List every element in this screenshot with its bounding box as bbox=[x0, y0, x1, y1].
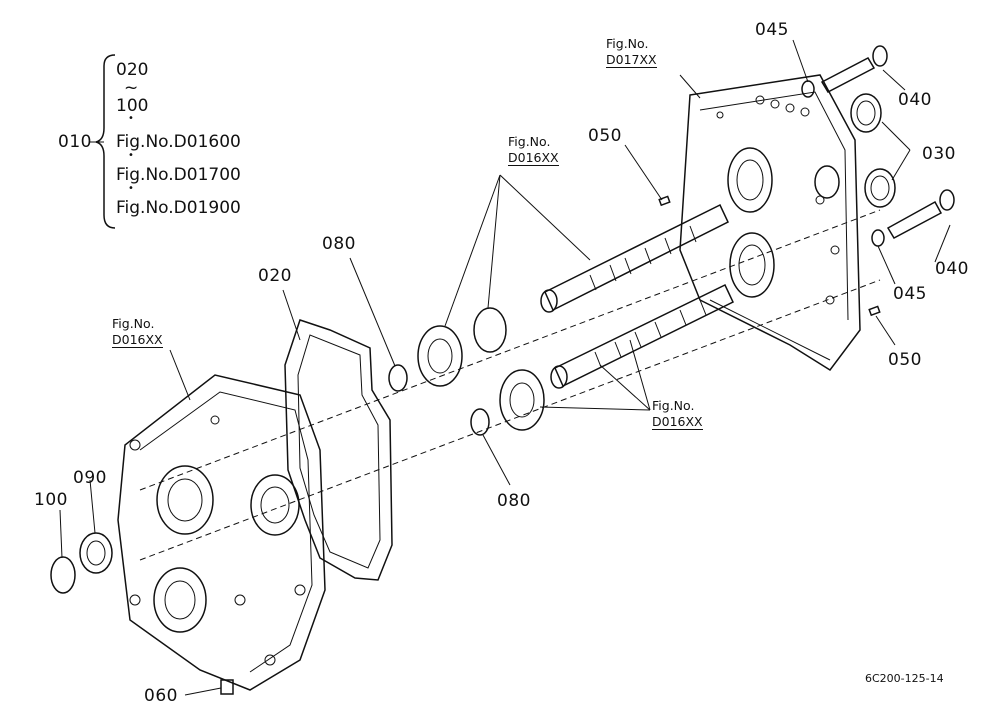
label-050-mid: 050 bbox=[888, 350, 922, 370]
leader-lines bbox=[59, 39, 951, 696]
figref-line: D016XX bbox=[112, 331, 163, 349]
label-080-top: 080 bbox=[322, 234, 356, 254]
snap-ring-100 bbox=[50, 556, 76, 594]
figref-line: Fig.No. bbox=[652, 398, 695, 413]
figref-d017-top: Fig.No. D017XX bbox=[606, 36, 657, 69]
snap-ring-080-top bbox=[388, 364, 408, 392]
label-040-mid: 040 bbox=[935, 259, 969, 279]
figref-line: Fig.No. bbox=[508, 134, 551, 149]
upper-shaft bbox=[540, 203, 729, 313]
gearbox-housing bbox=[117, 374, 326, 691]
figref-line: D016XX bbox=[508, 149, 559, 167]
figref-line: D016XX bbox=[652, 413, 703, 431]
figref-line: D017XX bbox=[606, 51, 657, 69]
oil-seal-090 bbox=[79, 532, 113, 574]
bracket-item: ~ bbox=[124, 78, 139, 98]
plug-060 bbox=[220, 679, 234, 695]
figref-line: Fig.No. bbox=[606, 36, 649, 51]
bracket-item: Fig.No.D01700 bbox=[116, 165, 241, 185]
bracket-item: • bbox=[128, 183, 134, 194]
label-090: 090 bbox=[73, 468, 107, 488]
label-030: 030 bbox=[922, 144, 956, 164]
drawing-code: 6C200-125-14 bbox=[865, 672, 944, 685]
center-lines bbox=[139, 209, 881, 561]
label-050-top: 050 bbox=[588, 126, 622, 146]
lower-shaft bbox=[550, 283, 734, 389]
pin-050-upper bbox=[658, 195, 671, 207]
bracket-item: • bbox=[128, 150, 134, 161]
bracket-item: Fig.No.D01900 bbox=[116, 198, 241, 218]
label-080-bottom: 080 bbox=[497, 491, 531, 511]
label-010: 010 bbox=[58, 132, 92, 152]
label-045-mid: 045 bbox=[893, 284, 927, 304]
washer-045-top bbox=[801, 80, 815, 98]
pin-050-mid bbox=[868, 305, 881, 317]
label-100: 100 bbox=[34, 490, 68, 510]
bracket-item: 100 bbox=[116, 96, 149, 116]
cover-plate bbox=[679, 74, 861, 372]
figref-d016-housing: Fig.No. D016XX bbox=[112, 316, 163, 349]
figref-d016-shaft-upper: Fig.No. D016XX bbox=[508, 134, 559, 167]
bearing-lower bbox=[499, 369, 545, 431]
bracket-item: • bbox=[128, 113, 134, 124]
oil-seal-030-lower bbox=[864, 168, 896, 208]
snap-ring-080-bottom bbox=[470, 408, 490, 436]
bolt-040-mid bbox=[886, 189, 955, 239]
label-060: 060 bbox=[144, 686, 178, 706]
snap-ring-upper-right bbox=[473, 307, 507, 353]
washer-045-mid bbox=[871, 229, 885, 247]
figref-line: Fig.No. bbox=[112, 316, 155, 331]
bearing-upper bbox=[417, 325, 463, 387]
bracket-item: 020 bbox=[116, 60, 149, 80]
label-020: 020 bbox=[258, 266, 292, 286]
gasket-020 bbox=[284, 319, 393, 581]
figref-d016-shaft-lower: Fig.No. D016XX bbox=[652, 398, 703, 431]
oil-seal-030-upper bbox=[850, 93, 882, 133]
bracket-item: Fig.No.D01600 bbox=[116, 132, 241, 152]
label-040-top: 040 bbox=[898, 90, 932, 110]
label-045-top: 045 bbox=[755, 20, 789, 40]
bolt-040-top bbox=[820, 45, 888, 93]
